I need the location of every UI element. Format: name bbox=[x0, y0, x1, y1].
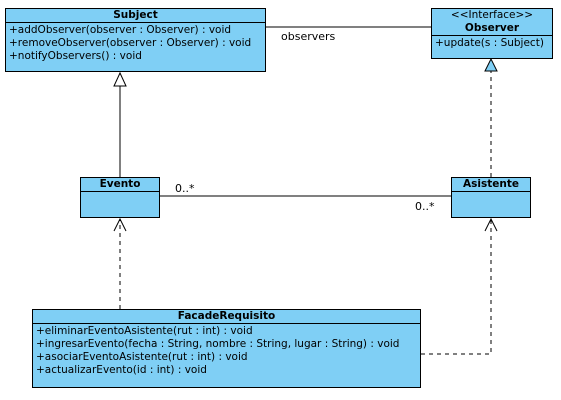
operation: +notifyObservers() : void bbox=[9, 50, 142, 62]
role-label-observers: observers bbox=[281, 30, 336, 43]
class-asistente[interactable]: Asistente bbox=[451, 177, 531, 218]
stereotype-label: <<Interface>> bbox=[450, 9, 534, 21]
class-facade-requisito[interactable]: FacadeRequisito +eliminarEventoAsistente… bbox=[32, 309, 421, 388]
class-name-subject: Subject bbox=[6, 9, 265, 23]
operations-observer: +update(s : Subject) bbox=[432, 36, 552, 51]
class-subject[interactable]: Subject +addObserver(observer : Observer… bbox=[5, 8, 266, 72]
operation: +ingresarEvento(fecha : String, nombre :… bbox=[36, 338, 400, 350]
dependency-facade-asistente bbox=[421, 219, 492, 355]
multiplicity-asistente-end: 0..* bbox=[415, 200, 435, 213]
dependency-arrowhead-asistente bbox=[484, 217, 498, 232]
operation: +actualizarEvento(id : int) : void bbox=[36, 364, 207, 376]
class-name-observer: Observer bbox=[464, 22, 520, 34]
class-name-asistente: Asistente bbox=[452, 178, 530, 192]
operation: +removeObserver(observer : Observer) : v… bbox=[9, 37, 252, 49]
operation: +update(s : Subject) bbox=[435, 37, 544, 49]
interface-observer[interactable]: <<Interface>> Observer +update(s : Subje… bbox=[431, 8, 553, 59]
dependency-arrowhead-evento bbox=[113, 217, 127, 232]
operations-facade: +eliminarEventoAsistente(rut : int) : vo… bbox=[33, 324, 420, 378]
multiplicity-evento-end: 0..* bbox=[175, 182, 195, 195]
interface-header-observer: <<Interface>> Observer bbox=[432, 9, 552, 36]
class-name-facade: FacadeRequisito bbox=[33, 310, 420, 324]
realization-arrowhead bbox=[484, 57, 498, 72]
class-name-evento: Evento bbox=[81, 178, 159, 192]
operation: +asociarEventoAsistente(rut : int) : voi… bbox=[36, 351, 248, 363]
class-evento[interactable]: Evento bbox=[80, 177, 160, 218]
generalization-arrowhead bbox=[113, 71, 127, 87]
operations-subject: +addObserver(observer : Observer) : void… bbox=[6, 23, 265, 64]
operation: +eliminarEventoAsistente(rut : int) : vo… bbox=[36, 325, 253, 337]
operation: +addObserver(observer : Observer) : void bbox=[9, 24, 232, 36]
